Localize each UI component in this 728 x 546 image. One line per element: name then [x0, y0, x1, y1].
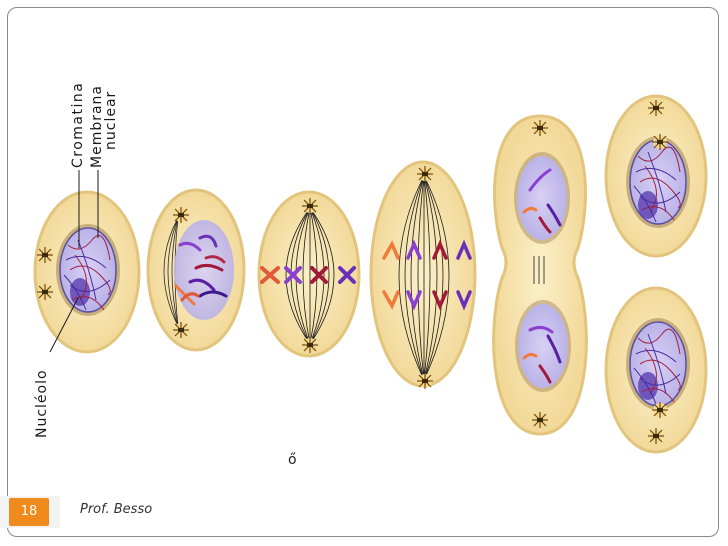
label-membrane-nuclear: nuclear	[103, 90, 119, 150]
daughter-cell-bottom	[604, 286, 708, 454]
cell-prophase	[146, 188, 246, 352]
cell-metaphase	[257, 190, 361, 358]
cell-telophase	[492, 114, 588, 436]
label-chromatin: Cromatina	[70, 81, 86, 168]
cell-anaphase	[369, 160, 477, 390]
label-pointers	[49, 170, 99, 353]
daughter-cell-top	[604, 94, 708, 258]
slide-number: 18	[9, 498, 49, 526]
label-membrane: Membrana	[89, 84, 105, 168]
footer-author: Prof. Besso	[80, 502, 153, 517]
label-nucleolus: Nucléolo	[34, 369, 50, 438]
stray-mark: ő	[288, 452, 297, 468]
cell-interphase	[33, 190, 141, 354]
slide-frame	[7, 7, 719, 537]
